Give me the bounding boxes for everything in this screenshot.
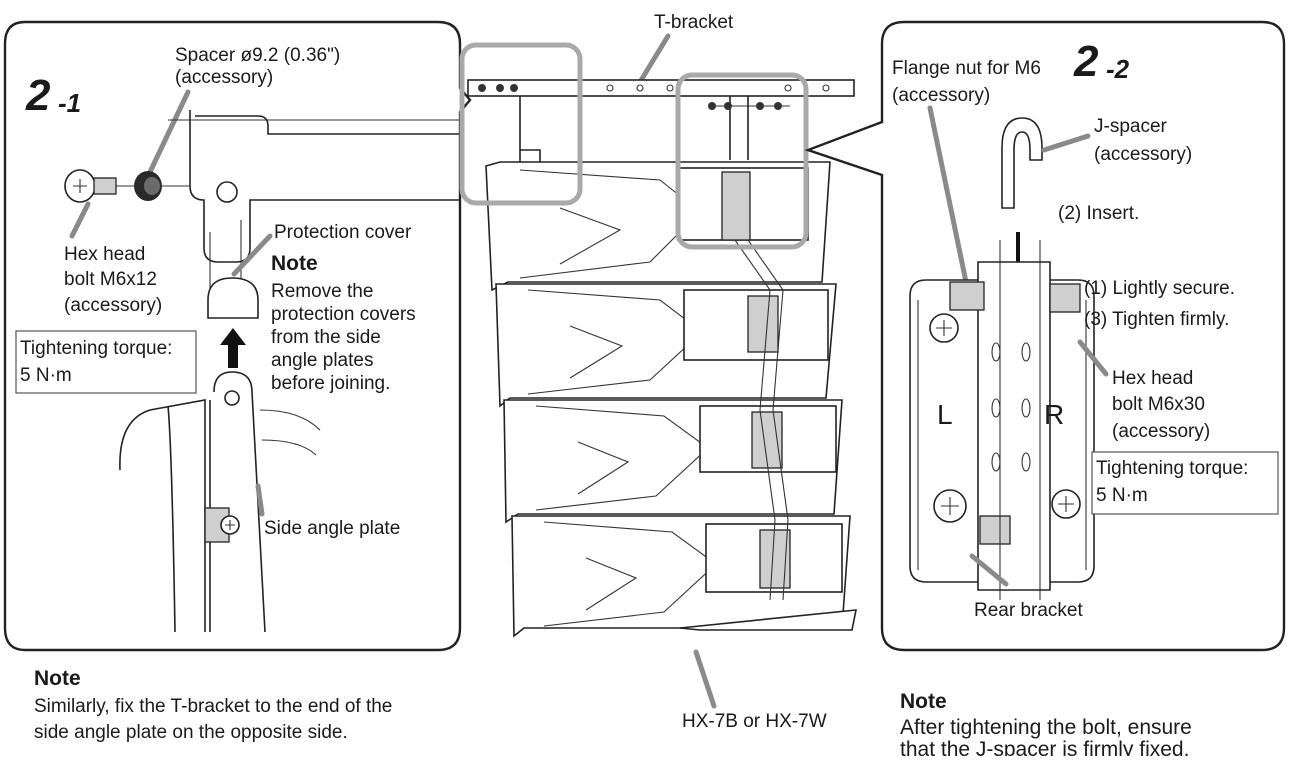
side-angle-plate-label: Side angle plate	[264, 518, 400, 539]
bolt-label-line3: (accessory)	[64, 295, 162, 316]
center-assembly: T-bracket	[459, 12, 857, 732]
spacer-label-line1: Spacer ø9.2 (0.36")	[175, 45, 340, 66]
insert-label: (2) Insert.	[1058, 203, 1139, 224]
speaker-side-drawing	[119, 371, 321, 633]
step-2-1-minor: -1	[58, 88, 81, 118]
left-callout-panel: 2 -1 Spacer ø9.2 (0.36") (accessory)	[3, 20, 472, 652]
hex-bolt-m6x30-label-line2: bolt M6x30	[1112, 394, 1205, 415]
bottom-left-note-line2: side angle plate on the opposite side.	[34, 722, 348, 743]
bolt-label-line2: bolt M6x12	[64, 269, 157, 290]
bottom-right-note-title: Note	[900, 690, 947, 713]
arrow-up-icon	[220, 328, 246, 368]
plate-letter-r: R	[1044, 399, 1064, 430]
right-callout-panel: Flange nut for M6 (accessory) 2 -2 J-spa…	[804, 20, 1286, 652]
torque-label-line2: 5 N·m	[20, 365, 72, 386]
model-label: HX-7B or HX-7W	[682, 711, 827, 732]
cover-note-line1: Remove the	[271, 281, 373, 302]
bottom-left-note-line1: Similarly, fix the T-bracket to the end …	[34, 696, 392, 717]
j-spacer-label-line1: J-spacer	[1094, 116, 1168, 137]
spacer-label-line2: (accessory)	[175, 67, 273, 88]
cover-note-line2: protection covers	[271, 304, 416, 325]
hex-bolt-m6x30-label-line1: Hex head	[1112, 368, 1193, 389]
cover-note-line5: before joining.	[271, 373, 390, 394]
step-2-1-major: 2	[25, 71, 51, 120]
bottom-left-note-title: Note	[34, 667, 81, 690]
bottom-right-note-line2: that the J-spacer is firmly fixed.	[900, 738, 1189, 756]
highlight-box-right	[675, 72, 809, 250]
plate-letter-l: L	[937, 399, 953, 430]
bottom-left-note: Note Similarly, fix the T-bracket to the…	[34, 667, 392, 743]
torque-right-line1: Tightening torque:	[1096, 458, 1248, 479]
speaker-array-drawing	[485, 161, 857, 638]
torque-label-line1: Tightening torque:	[20, 338, 172, 359]
torque-box-left	[15, 330, 197, 394]
step-2-2-minor: -2	[1106, 54, 1130, 84]
t-bracket-label: T-bracket	[654, 12, 734, 33]
cover-note-line3: from the side	[271, 327, 381, 348]
j-spacer-drawing	[1001, 117, 1043, 209]
protection-cover-label: Protection cover	[274, 222, 412, 243]
flange-nut-label-line1: Flange nut for M6	[892, 58, 1041, 79]
torque-box-right	[1091, 451, 1279, 515]
rear-bracket-drawing	[909, 240, 1095, 600]
torque-right-line2: 5 N·m	[1096, 485, 1148, 506]
cover-note-line4: angle plates	[271, 350, 373, 371]
hex-bolt-m6x30-label-line3: (accessory)	[1112, 421, 1210, 442]
protection-cover-shape	[207, 277, 259, 319]
flange-nut-label-line2: (accessory)	[892, 85, 990, 106]
bottom-right-note: Note After tightening the bolt, ensure t…	[900, 690, 1192, 761]
bottom-right-note-line1: After tightening the bolt, ensure	[900, 716, 1192, 739]
step-2-2-major: 2	[1073, 37, 1099, 86]
lightly-secure-label: (1) Lightly secure.	[1084, 278, 1235, 299]
tighten-firmly-label: (3) Tighten firmly.	[1084, 309, 1229, 330]
hex-bolt-m6x12	[64, 169, 190, 203]
j-spacer-label-line2: (accessory)	[1094, 144, 1192, 165]
spacer-ring	[134, 171, 162, 201]
t-bracket-drawing	[467, 79, 855, 180]
highlight-box-left	[459, 42, 583, 206]
cover-note-title: Note	[271, 252, 318, 275]
bolt-label-line1: Hex head	[64, 244, 145, 265]
rear-bracket-label: Rear bracket	[974, 600, 1083, 621]
